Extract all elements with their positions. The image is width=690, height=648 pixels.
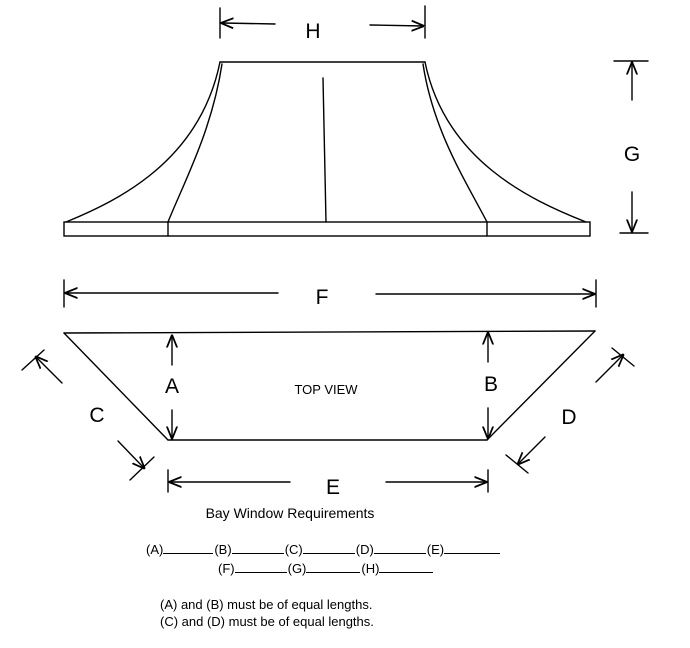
label-g: G bbox=[624, 143, 640, 166]
front-view bbox=[63, 5, 649, 237]
blank-e[interactable] bbox=[444, 542, 501, 554]
label-d: D bbox=[561, 406, 576, 429]
dim-d-arrow-up bbox=[595, 355, 623, 383]
label-c: C bbox=[89, 404, 104, 427]
dim-c-tick-bottom bbox=[129, 456, 155, 481]
dim-h-arrow-left bbox=[222, 23, 276, 24]
label-e: E bbox=[326, 476, 340, 499]
roof-outer-curve-right bbox=[424, 61, 587, 223]
form-label-f: (F) bbox=[218, 561, 235, 576]
label-f: F bbox=[316, 286, 329, 309]
label-h: H bbox=[305, 20, 320, 43]
top-view bbox=[21, 330, 635, 493]
blank-c[interactable] bbox=[302, 542, 355, 554]
diagram-title: Bay Window Requirements bbox=[206, 505, 375, 521]
blank-g[interactable] bbox=[306, 561, 361, 573]
dimension-f bbox=[63, 279, 597, 308]
note-equal-c-d: (C) and (D) must be of equal lengths. bbox=[160, 614, 374, 629]
dim-c-tick-top bbox=[21, 349, 45, 371]
base-strip bbox=[63, 221, 591, 237]
roof-center-line bbox=[322, 77, 327, 223]
label-top-view: TOP VIEW bbox=[294, 382, 358, 397]
top-view-right-side bbox=[486, 330, 596, 441]
dimension-labels: H G F A B C D E TOP VIEW Bay Window Requ… bbox=[89, 20, 640, 521]
label-a: A bbox=[165, 375, 179, 398]
blank-h[interactable] bbox=[379, 561, 434, 573]
dim-c-arrow-up bbox=[36, 357, 63, 384]
form-label-g: (G) bbox=[287, 561, 307, 576]
roof-outer-curve-left bbox=[65, 61, 221, 223]
form-label-d: (D) bbox=[355, 542, 374, 557]
dim-d-arrow-down bbox=[518, 436, 546, 464]
dim-c-arrow-down bbox=[117, 440, 144, 468]
top-view-left-side bbox=[63, 332, 169, 441]
roof-inner-curve-left bbox=[167, 63, 223, 223]
note-equal-a-b: (A) and (B) must be of equal lengths. bbox=[160, 597, 373, 612]
measurement-form-row-1: (A) (B) (C) (D) (E) bbox=[146, 542, 501, 557]
measurement-form-row-2: (F) (G) (H) bbox=[218, 561, 434, 576]
roof-inner-curve-right bbox=[422, 63, 488, 223]
blank-b[interactable] bbox=[231, 542, 284, 554]
blank-a[interactable] bbox=[163, 542, 214, 554]
form-label-a: (A) bbox=[146, 542, 164, 557]
blank-f[interactable] bbox=[234, 561, 287, 573]
top-view-back-edge bbox=[63, 330, 596, 334]
form-label-e: (E) bbox=[426, 542, 445, 557]
form-label-b: (B) bbox=[214, 542, 232, 557]
dim-h-arrow-right bbox=[369, 25, 423, 26]
form-label-h: (H) bbox=[361, 561, 380, 576]
label-b: B bbox=[484, 373, 498, 396]
blank-d[interactable] bbox=[373, 542, 426, 554]
form-label-c: (C) bbox=[284, 542, 303, 557]
